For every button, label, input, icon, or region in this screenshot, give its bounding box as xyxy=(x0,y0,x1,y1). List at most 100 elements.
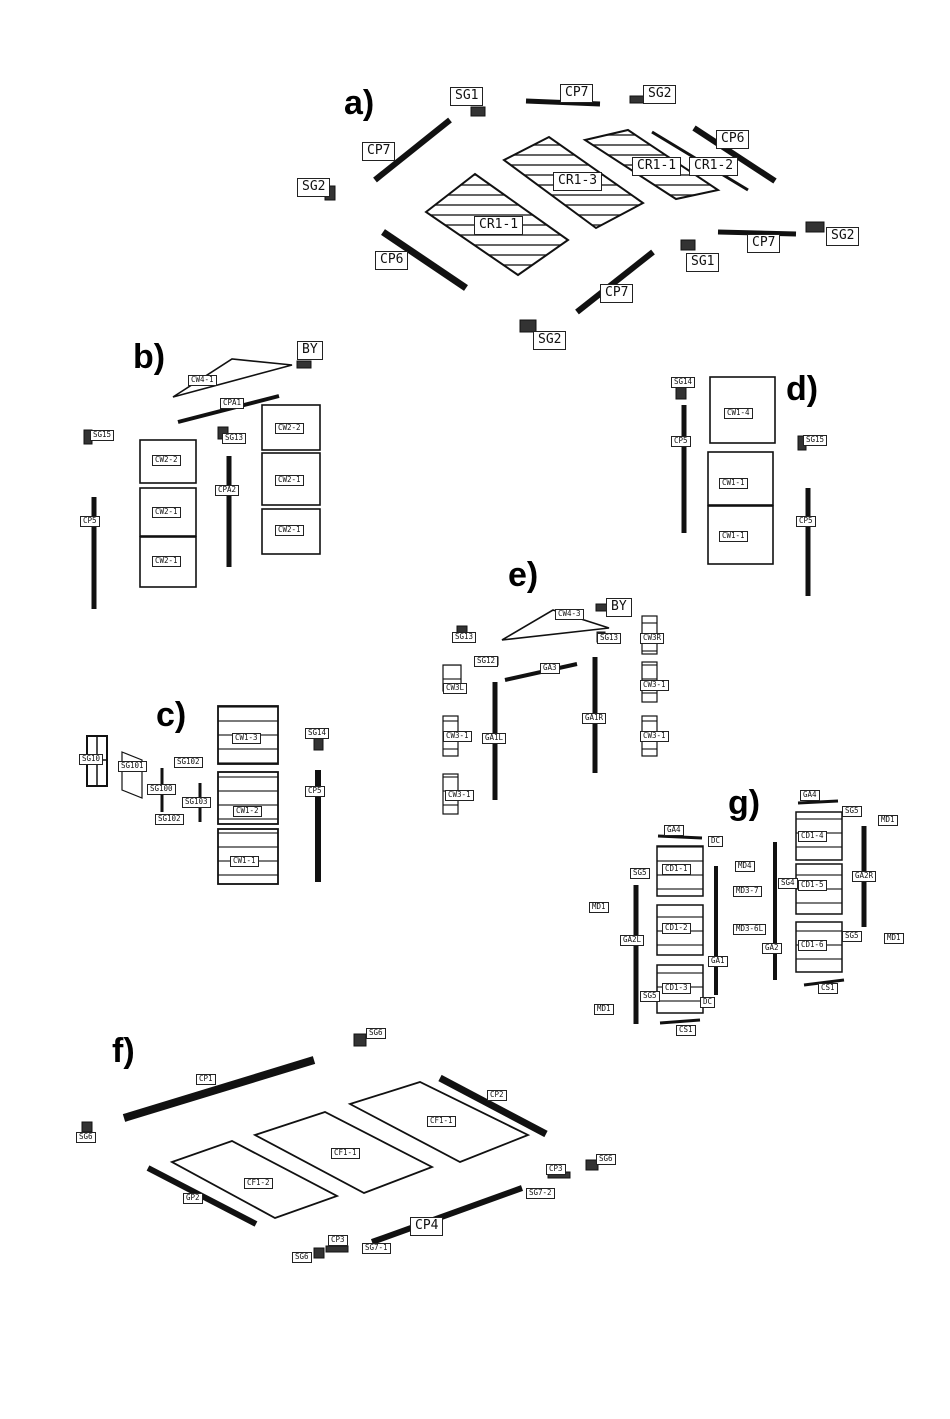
connector-sg6-top xyxy=(353,1033,367,1047)
connector-sg1-right xyxy=(680,239,696,251)
part-label-cp6: CP6 xyxy=(716,130,750,149)
part-label-sg102: SG102 xyxy=(155,814,184,825)
rail-cp7-right xyxy=(717,229,797,237)
connector-cp3-left xyxy=(325,1245,349,1253)
part-label-sg5: SG5 xyxy=(630,868,650,879)
part-label-ga3: GA3 xyxy=(540,663,560,674)
part-label-cd1-2: CD1-2 xyxy=(662,923,691,934)
part-label-cw1-1: CW1-1 xyxy=(719,478,748,489)
section-title-g: g) xyxy=(728,784,761,822)
part-label-cw1-1: CW1-1 xyxy=(719,531,748,542)
part-label-ga1l: GA1L xyxy=(482,733,507,744)
window-pane-sg101 xyxy=(121,751,143,799)
part-label-cf1-1: CF1-1 xyxy=(427,1116,456,1127)
part-label-cw4-1: CW4-1 xyxy=(188,375,217,386)
part-label-sg2: SG2 xyxy=(297,178,331,197)
part-label-cw4-3: CW4-3 xyxy=(555,609,584,620)
connector-sg14-d xyxy=(675,386,687,400)
section-title-a: a) xyxy=(344,84,375,122)
part-label-sg2: SG2 xyxy=(643,85,677,104)
part-label-cs1: CS1 xyxy=(676,1025,696,1036)
part-label-sg13: SG13 xyxy=(597,633,622,644)
part-label-sg14: SG14 xyxy=(305,728,330,739)
part-label-sg1: SG1 xyxy=(450,87,484,106)
part-label-sg2: SG2 xyxy=(826,227,860,246)
part-label-cp6: CP6 xyxy=(375,251,409,270)
part-label-sg5: SG5 xyxy=(842,806,862,817)
part-label-cw1-2: CW1-2 xyxy=(233,806,262,817)
part-label-cf1-1: CF1-1 xyxy=(331,1148,360,1159)
part-label-sg10: SG10 xyxy=(79,754,104,765)
connector-by-b xyxy=(296,360,312,369)
part-label-md1: MD1 xyxy=(878,815,898,826)
part-label-sg103: SG103 xyxy=(182,797,211,808)
part-label-sg1: SG1 xyxy=(686,253,720,272)
part-label-sg6: SG6 xyxy=(76,1132,96,1143)
part-label-ga4: GA4 xyxy=(664,825,684,836)
part-label-cs1: CS1 xyxy=(818,983,838,994)
part-label-cp5: CP5 xyxy=(80,516,100,527)
part-label-md1: MD1 xyxy=(594,1004,614,1015)
connector-sg2-right xyxy=(805,221,825,233)
part-label-dc: DC xyxy=(700,997,716,1008)
part-label-sg5: SG5 xyxy=(640,991,660,1002)
part-label-cpa1: CPA1 xyxy=(220,398,245,409)
part-label-cpa2: CPA2 xyxy=(215,485,240,496)
part-label-ga1r: GA1R xyxy=(582,713,607,724)
part-label-sg6: SG6 xyxy=(596,1154,616,1165)
part-label-cp5: CP5 xyxy=(305,786,325,797)
part-label-md1: MD1 xyxy=(589,902,609,913)
part-label-md1: MD1 xyxy=(884,933,904,944)
part-label-sg14: SG14 xyxy=(671,377,696,388)
part-label-sg4: SG4 xyxy=(778,878,798,889)
part-label-sg7-1: SG7-1 xyxy=(362,1243,391,1254)
part-label-ga2: GA2 xyxy=(762,943,782,954)
part-label-cw3r: CW3R xyxy=(640,633,665,644)
part-label-sg102: SG102 xyxy=(174,757,203,768)
part-label-cp2: CP2 xyxy=(487,1090,507,1101)
part-label-sg7-2: SG7-2 xyxy=(526,1188,555,1199)
rail-cp6-right xyxy=(692,125,777,184)
part-label-sg6: SG6 xyxy=(292,1252,312,1263)
part-label-cd1-3: CD1-3 xyxy=(662,983,691,994)
part-label-cw3-1: CW3-1 xyxy=(445,790,474,801)
part-label-ga2l: GA2L xyxy=(620,935,645,946)
part-label-cp5: CP5 xyxy=(796,516,816,527)
part-label-cw1-1: CW1-1 xyxy=(230,856,259,867)
part-label-cw2-2: CW2-2 xyxy=(152,455,181,466)
part-label-sg13: SG13 xyxy=(222,433,247,444)
rail-cs1-right xyxy=(803,978,845,987)
part-label-cw2-1: CW2-1 xyxy=(275,525,304,536)
part-label-cr1-1: CR1-1 xyxy=(632,157,682,176)
connector-sg6-bottom xyxy=(313,1247,325,1259)
beam-cp4 xyxy=(370,1185,524,1245)
part-label-cp3: CP3 xyxy=(546,1164,566,1175)
part-label-by: BY xyxy=(606,598,632,617)
part-label-cp7: CP7 xyxy=(560,84,594,103)
part-label-cw3-1: CW3-1 xyxy=(443,731,472,742)
part-label-sg2: SG2 xyxy=(533,331,567,350)
part-label-ga2r: GA2R xyxy=(852,871,877,882)
rail-cp7-bottom xyxy=(575,249,655,315)
part-label-sg15: SG15 xyxy=(803,435,828,446)
part-label-cd1-6: CD1-6 xyxy=(798,940,827,951)
part-label-cw3-1: CW3-1 xyxy=(640,731,669,742)
part-label-cr1-3: CR1-3 xyxy=(553,172,603,191)
part-label-cw2-1: CW2-1 xyxy=(275,475,304,486)
rail-cs1-left xyxy=(659,1018,701,1025)
section-title-e: e) xyxy=(508,556,539,594)
part-label-md4: MD4 xyxy=(735,861,755,872)
rail-cp6-left xyxy=(381,229,468,291)
part-label-cw3l: CW3L xyxy=(443,683,468,694)
connector-sg6-right xyxy=(585,1159,599,1171)
beam-cp1 xyxy=(122,1056,316,1122)
connector-sg1-top xyxy=(470,106,486,117)
part-label-dc: DC xyxy=(708,836,724,847)
part-label-cf1-2: CF1-2 xyxy=(244,1178,273,1189)
connector-sg2-bottom xyxy=(519,319,537,333)
part-label-sg15: SG15 xyxy=(90,430,115,441)
part-label-cw1-3: CW1-3 xyxy=(232,733,261,744)
part-label-cd1-1: CD1-1 xyxy=(662,864,691,875)
part-label-cw2-1: CW2-1 xyxy=(152,507,181,518)
